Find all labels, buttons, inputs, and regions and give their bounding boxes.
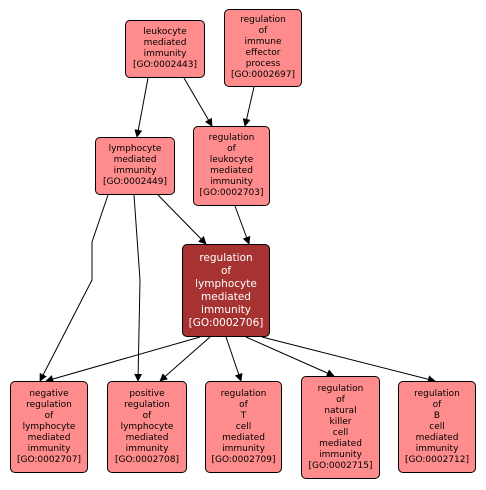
node-label-line: [GO:0002703] — [199, 188, 264, 198]
node-label-line: regulation — [124, 399, 170, 410]
node-label-line: regulation — [220, 388, 267, 399]
node-label-line: mediated — [210, 166, 253, 176]
node-label-line: immunity — [415, 443, 459, 454]
node-label-line: [GO:0002449] — [102, 177, 168, 187]
node-label-line: leukocyte — [143, 27, 187, 37]
node-label-line: lymphocyte — [120, 421, 174, 432]
edge-n2706-to-n2709 — [225, 336, 243, 382]
node-label-line: mediated — [319, 438, 362, 449]
node-label-line: of — [258, 26, 268, 36]
edge-n2449-to-n2708 — [133, 194, 143, 382]
node-label-line: of — [44, 410, 54, 421]
node-label-line: immunity — [222, 443, 265, 454]
node-label-line: of — [432, 399, 442, 410]
node-label-line: regulation — [26, 399, 72, 410]
edge-n2703-to-n2706 — [234, 205, 251, 245]
node-label-line: mediated — [415, 432, 459, 443]
node-label-line: [GO:0002706] — [188, 316, 264, 329]
node-label-line: killer — [329, 416, 352, 427]
node-label-line: [GO:0002443] — [132, 60, 198, 70]
edge-n2443-to-n2449 — [134, 77, 149, 138]
node-label-line: regulation — [414, 388, 460, 399]
node-label-line: T — [240, 410, 247, 421]
node-label-line: mediated — [222, 432, 265, 443]
edge-n2706-to-n2707 — [45, 336, 201, 383]
node-label-line: lymphocyte — [108, 144, 162, 154]
node-label-line: mediated — [27, 432, 71, 443]
edge-n2449-to-n2706 — [157, 194, 207, 245]
node-label-line: immunity — [113, 166, 157, 176]
node-label-line: lymphocyte — [195, 277, 257, 290]
node-label-line: positive — [129, 388, 165, 399]
node-label-line: of — [220, 264, 232, 277]
node-label-line: regulation — [199, 251, 253, 264]
node-label-line: regulation — [240, 15, 286, 25]
node-label-line: leukocyte — [209, 155, 254, 165]
node-label-line: immunity — [201, 303, 251, 316]
node-label-line: cell — [429, 421, 445, 432]
edge-n2706-to-n2712 — [261, 336, 436, 384]
node-label-line: mediated — [125, 432, 169, 443]
node-label-line: regulation — [208, 133, 255, 143]
node-label-line: [GO:0002712] — [404, 454, 470, 465]
node-label-line: [GO:0002708] — [114, 454, 180, 465]
node-label-line: [GO:0002697] — [230, 70, 296, 80]
node-label-line: of — [142, 410, 152, 421]
edge-n2443-to-n2703 — [183, 77, 213, 127]
node-label-line: immune — [244, 37, 282, 47]
node-label-line: lymphocyte — [22, 421, 76, 432]
node-label-line: mediated — [143, 38, 187, 48]
node-label-line: [GO:0002715] — [308, 460, 373, 471]
node-label-line: cell — [332, 427, 349, 438]
edge-n2706-to-n2708 — [159, 336, 211, 382]
edge-n2706-to-n2715 — [245, 336, 335, 377]
node-label-line: immunity — [319, 449, 362, 460]
node-label-line: [GO:0002709] — [211, 454, 276, 465]
node-label-line: negative — [29, 388, 69, 399]
node-label-line: immunity — [27, 443, 71, 454]
node-label-line: mediated — [201, 290, 251, 303]
node-label-line: of — [336, 394, 345, 405]
node-label-line: [GO:0002707] — [16, 454, 82, 465]
edge-n2449-to-n2707 — [39, 194, 109, 382]
edge-n2697-to-n2703 — [242, 86, 255, 127]
node-label-line: effector — [245, 48, 281, 58]
node-label-line: immunity — [125, 443, 169, 454]
node-label-line: of — [227, 144, 236, 154]
node-label-line: cell — [235, 421, 252, 432]
node-label-line: natural — [324, 405, 357, 416]
node-label-line: regulation — [317, 383, 364, 394]
node-label-line: immunity — [210, 177, 253, 187]
node-label-line: B — [433, 410, 441, 421]
node-label-line: of — [239, 399, 248, 410]
node-label-line: mediated — [113, 155, 157, 165]
node-label-line: process — [245, 59, 281, 69]
node-label-line: immunity — [143, 49, 187, 59]
